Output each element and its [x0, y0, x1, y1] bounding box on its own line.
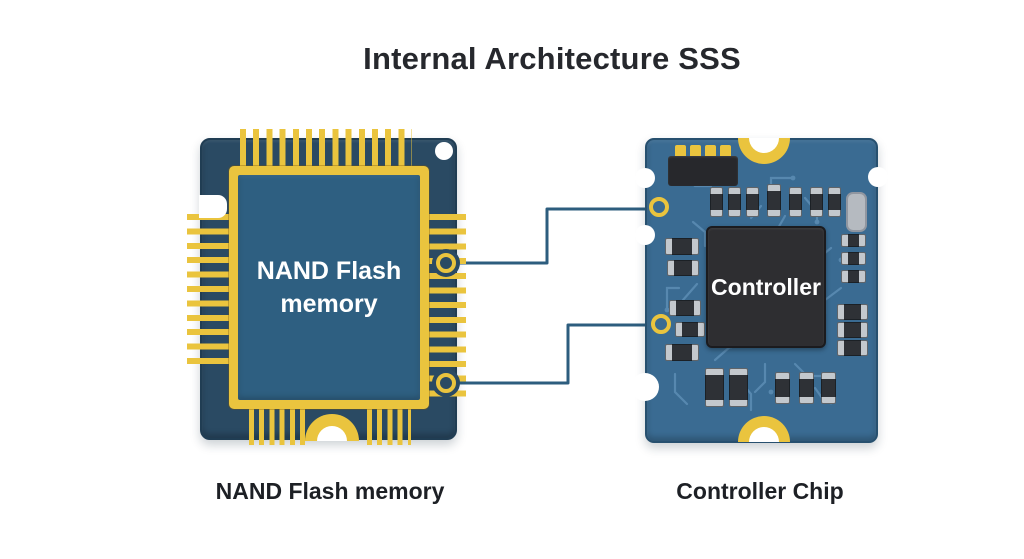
controller-connection-pad-top: [649, 197, 669, 217]
chip-pins-bottom-right: [367, 406, 411, 445]
edge-notch: [635, 225, 655, 245]
ic-pin: [690, 145, 701, 159]
nand-caption: NAND Flash memory: [215, 478, 445, 504]
chip-corner-hole: [435, 142, 453, 160]
nand-connection-pad-bottom: [436, 373, 456, 393]
smd-component: [821, 372, 836, 404]
controller-chip: Controller: [631, 138, 888, 443]
edge-notch: [635, 168, 655, 188]
smd-component: [841, 270, 866, 283]
ic-pin: [720, 145, 731, 159]
diagram-title: Internal Architecture SSS: [363, 41, 741, 76]
die-frame: NAND Flash memory: [229, 166, 429, 409]
smd-component: [705, 368, 724, 407]
smd-component: [837, 304, 868, 320]
nand-die: NAND Flash memory: [238, 175, 420, 400]
oscillator-component: [846, 192, 867, 232]
ic-pin: [705, 145, 716, 159]
smd-component: [746, 187, 759, 217]
chip-pins-top: [240, 129, 412, 169]
wire-bottom: [446, 323, 661, 385]
edge-notch: [631, 373, 659, 401]
controller-die-label: Controller: [711, 273, 821, 300]
smd-component: [799, 372, 814, 404]
smd-component: [767, 184, 781, 217]
controller-connection-pad-bottom: [651, 314, 671, 334]
smd-component: [665, 238, 699, 255]
chip-bottom-arch-cutout: [317, 426, 347, 441]
smd-component: [775, 372, 790, 404]
smd-component: [837, 340, 868, 356]
edge-notch: [868, 167, 888, 187]
smd-component: [810, 187, 823, 217]
pcb-top-arch-cutout: [749, 138, 779, 153]
chip-pins-left: [187, 214, 232, 372]
smd-component: [675, 322, 705, 337]
chip-pins-bottom-left: [249, 406, 309, 445]
pcb-bottom-arch-cutout: [749, 427, 779, 442]
smd-component: [669, 300, 701, 316]
smd-component: [729, 368, 748, 407]
controller-caption: Controller Chip: [676, 478, 844, 504]
smd-component: [665, 344, 699, 361]
nand-flash-chip: NAND Flash memory: [187, 129, 467, 456]
smd-component: [789, 187, 802, 217]
smd-component: [828, 187, 841, 217]
small-ic-component: [668, 156, 738, 186]
smd-component: [710, 187, 723, 217]
wire-top: [446, 207, 660, 265]
smd-component: [728, 187, 741, 217]
smd-component: [667, 260, 699, 276]
ic-pin: [675, 145, 686, 159]
controller-die: Controller: [706, 226, 826, 348]
chip-side-notch: [199, 195, 227, 218]
nand-connection-pad-top: [436, 253, 456, 273]
smd-component: [837, 322, 868, 338]
smd-component: [841, 252, 866, 265]
nand-die-label: NAND Flash memory: [256, 257, 402, 318]
smd-component: [841, 234, 866, 247]
